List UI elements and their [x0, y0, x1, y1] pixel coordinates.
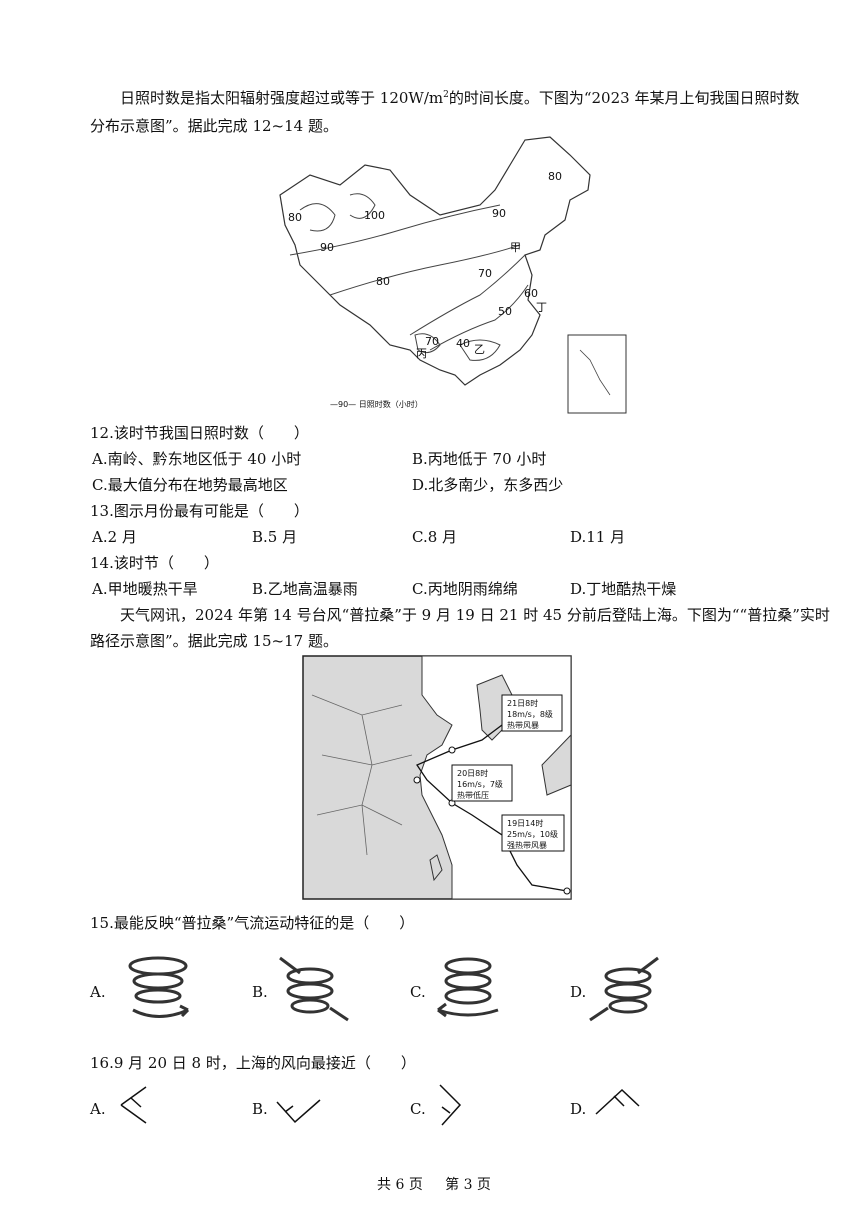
q14-option-c[interactable]: C.丙地阴雨绵绵 [412, 580, 518, 598]
q16-option-d[interactable]: D. [570, 1100, 587, 1118]
q15-option-d[interactable]: D. [570, 983, 587, 1001]
place-label-jia: 甲 [510, 241, 521, 254]
map1-legend: —90— 日照时数（小时） [330, 399, 423, 409]
q14-option-d[interactable]: D.丁地酷热干燥 [570, 580, 677, 598]
wind-symbol-d [594, 1086, 644, 1126]
contour-label: 90 [492, 207, 506, 220]
q16-stem: 16.9 月 20 日 8 时，上海的风向最接近（ ） [90, 1054, 416, 1072]
q15-option-a[interactable]: A. [90, 983, 106, 1001]
contour-label: 100 [364, 209, 385, 222]
box1-line: 18m/s，8级 [507, 709, 553, 719]
q13-option-a[interactable]: A.2 月 [92, 528, 137, 546]
q15-option-c[interactable]: C. [410, 983, 426, 1001]
q16-option-b[interactable]: B. [252, 1100, 268, 1118]
spiral-airflow-figure-d [588, 948, 668, 1032]
contour-label: 80 [288, 211, 302, 224]
footer-total-pages: 共 6 页 [377, 1177, 423, 1193]
q12-option-a[interactable]: A.南岭、黔东地区低于 40 小时 [92, 450, 302, 468]
q12-option-b[interactable]: B.丙地低于 70 小时 [412, 450, 547, 468]
china-sunshine-map: 80 100 90 80 90 80 70 60 50 70 40 甲 乙 丙 … [270, 135, 630, 415]
intro1-line2: 分布示意图”。据此完成 12~14 题。 [90, 117, 338, 135]
q16-option-a[interactable]: A. [90, 1100, 106, 1118]
contour-label: 60 [524, 287, 538, 300]
q16-option-c[interactable]: C. [410, 1100, 426, 1118]
q13-stem: 13.图示月份最有可能是（ ） [90, 502, 309, 520]
q14-option-a[interactable]: A.甲地暖热干旱 [92, 580, 198, 598]
wind-symbol-a [116, 1085, 166, 1129]
q12-option-c[interactable]: C.最大值分布在地势最高地区 [92, 476, 288, 494]
intro2-line2: 路径示意图”。据此完成 15~17 题。 [90, 632, 338, 650]
contour-label: 70 [425, 335, 439, 348]
q13-option-c[interactable]: C.8 月 [412, 528, 458, 546]
q14-option-b[interactable]: B.乙地高温暴雨 [252, 580, 358, 598]
contour-label: 70 [478, 267, 492, 280]
box3-line: 25m/s，10级 [507, 829, 558, 839]
intro1-line1: 日照时数是指太阳辐射强度超过或等于 120W/m2的时间长度。下图为“2023 … [120, 89, 800, 107]
spiral-airflow-figure-c [428, 948, 508, 1032]
q15-stem: 15.最能反映“普拉桑”气流运动特征的是（ ） [90, 914, 415, 932]
contour-label: 80 [548, 170, 562, 183]
q15-option-b[interactable]: B. [252, 983, 268, 1001]
contour-label: 40 [456, 337, 470, 350]
footer-page-number: 第 3 页 [445, 1177, 491, 1193]
wind-symbol-b [275, 1092, 325, 1132]
box1-line: 热带风暴 [507, 720, 539, 730]
typhoon-track-map: 21日8时 18m/s，8级 热带风暴 20日8时 16m/s，7级 热带低压 … [302, 655, 572, 900]
place-label-yi: 乙 [474, 343, 485, 356]
wind-symbol-c [430, 1083, 480, 1131]
box3-line: 强热带风暴 [507, 840, 547, 850]
box2-line: 16m/s，7级 [457, 779, 503, 789]
spiral-airflow-figure-b [270, 948, 350, 1032]
box3-line: 19日14时 [507, 818, 543, 828]
q12-option-d[interactable]: D.北多南少，东多西少 [412, 476, 564, 494]
contour-label: 90 [320, 241, 334, 254]
contour-label: 80 [376, 275, 390, 288]
q13-option-d[interactable]: D.11 月 [570, 528, 626, 546]
spiral-airflow-figure-a [118, 948, 198, 1032]
page-footer: 共 6 页 第 3 页 [0, 1174, 868, 1194]
box2-line: 20日8时 [457, 768, 488, 778]
contour-label: 50 [498, 305, 512, 318]
q12-stem: 12.该时节我国日照时数（ ） [90, 424, 309, 442]
place-label-ding: 丁 [536, 301, 547, 314]
q13-option-b[interactable]: B.5 月 [252, 528, 298, 546]
box2-line: 热带低压 [457, 790, 489, 800]
place-label-bing: 丙 [416, 347, 427, 360]
box1-line: 21日8时 [507, 698, 538, 708]
intro2-line1: 天气网讯，2024 年第 14 号台风“普拉桑”于 9 月 19 日 21 时 … [120, 606, 830, 624]
q14-stem: 14.该时节（ ） [90, 554, 219, 572]
